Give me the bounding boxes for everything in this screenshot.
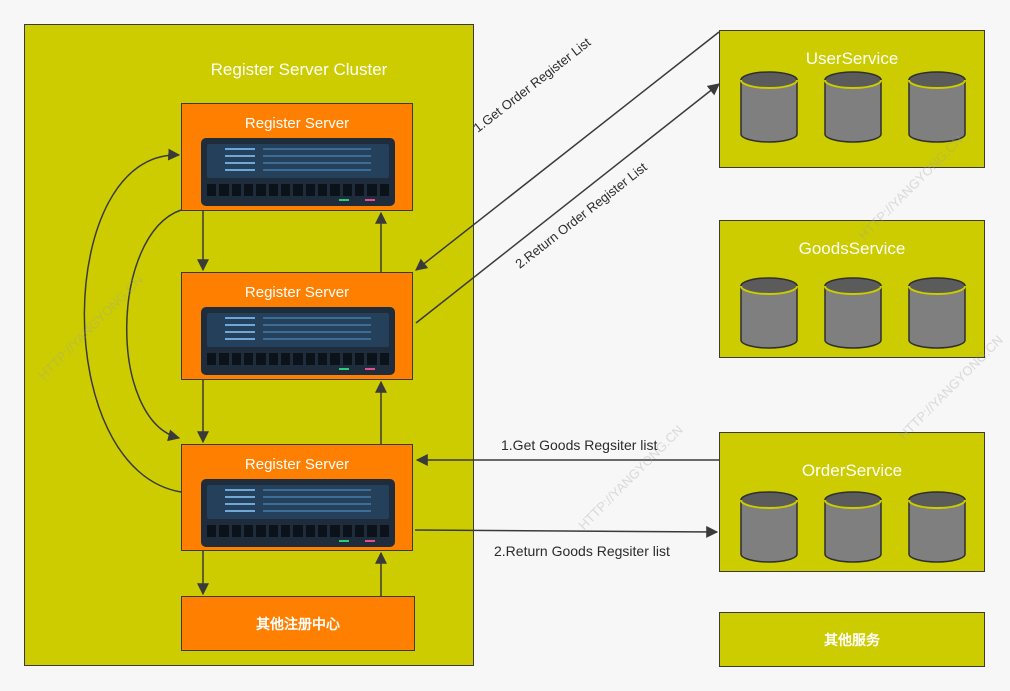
label-return-goods: 2.Return Goods Regsiter list <box>494 543 670 559</box>
database-icon <box>824 491 882 563</box>
database-icon <box>740 277 798 349</box>
database-icon <box>908 71 966 143</box>
server-rack-icon <box>201 307 395 375</box>
other-services: 其他服务 <box>719 612 985 667</box>
database-icon <box>740 71 798 143</box>
database-icon <box>824 277 882 349</box>
other-register-center: 其他注册中心 <box>181 596 415 651</box>
database-icon <box>740 491 798 563</box>
register-server-title: Register Server <box>244 284 350 301</box>
server-rack-icon <box>201 479 395 547</box>
order-service-title: OrderService <box>801 461 903 480</box>
arrow-loop <box>126 209 182 442</box>
database-icon <box>908 491 966 563</box>
register-server-title: Register Server <box>244 456 350 473</box>
register-server-2: Register Server <box>181 272 413 380</box>
arrow-get-order <box>415 31 720 271</box>
goods-service-title: GoodsService <box>798 239 906 258</box>
user-service-title: UserService <box>805 49 899 68</box>
arrow-loop <box>83 148 182 493</box>
register-server-3: Register Server <box>181 444 413 551</box>
goods-service: GoodsService <box>719 220 985 358</box>
database-icon <box>908 277 966 349</box>
register-server-1: Register Server <box>181 103 413 211</box>
server-rack-icon <box>201 138 395 206</box>
order-service: OrderService <box>719 432 985 572</box>
register-server-title: Register Server <box>244 115 350 132</box>
cluster-title: Register Server Cluster <box>210 60 388 79</box>
database-icon <box>824 71 882 143</box>
arrow-return-order <box>415 83 720 324</box>
arrow-return-goods <box>414 525 719 538</box>
label-get-goods: 1.Get Goods Regsiter list <box>501 437 658 453</box>
user-service: UserService <box>719 30 985 168</box>
